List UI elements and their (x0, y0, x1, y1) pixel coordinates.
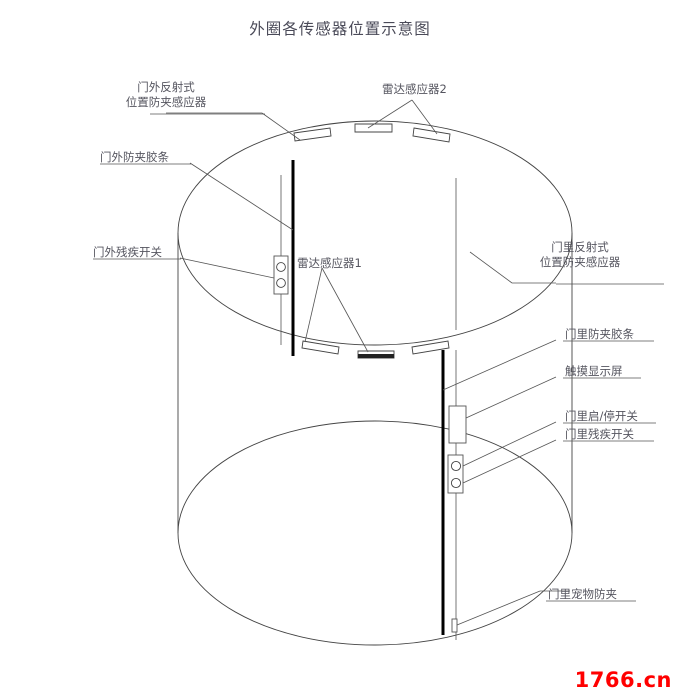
label-touch-display: 触摸显示屏 (565, 364, 623, 378)
radar-plate-bottom-right (411, 340, 450, 355)
site-watermark: 1766.cn (574, 668, 672, 692)
label-inner-reflect-sensor-line2: 位置防夹感应器 (539, 255, 621, 269)
label-underlines (93, 113, 664, 602)
cylinder-outline (177, 120, 573, 646)
radar-plate-bottom-left (301, 340, 340, 355)
label-outer-reflect-sensor-line2: 位置防夹感应器 (125, 95, 207, 109)
radar-plate-top-left (293, 127, 332, 142)
leader-inner-start-stop-switch (462, 421, 557, 467)
label-inner-disabled-switch: 门里残疾开关 (565, 427, 634, 441)
page-title: 外圈各传感器位置示意图 (249, 20, 431, 38)
label-outer-reflect-sensor: 门外反射式 位置防夹感应器 (126, 80, 207, 110)
radar-sensor-plates-top (293, 123, 451, 143)
top-ellipse-rim (177, 120, 573, 346)
label-outer-seal-strip: 门外防夹胶条 (100, 150, 169, 164)
leader-inner-disabled-switch (462, 439, 557, 484)
label-radar-sensor-1: 雷达感应器1 (297, 256, 362, 270)
leader-radar-2-a (367, 99, 413, 129)
inner-disabled-switch-icon[interactable] (450, 477, 462, 489)
inner-pet-sensor-block (451, 618, 458, 633)
leader-outer-disabled-switch (179, 257, 275, 279)
switch-button-lower-icon[interactable] (276, 278, 286, 288)
leader-radar-2-b (411, 99, 438, 135)
label-inner-reflect-sensor-line1: 门里反射式 (551, 240, 609, 254)
bottom-ellipse-rim (177, 420, 573, 646)
inner-touch-display-panel[interactable] (448, 405, 467, 444)
outer-disabled-switch-panel[interactable] (273, 255, 289, 295)
leader-inner-pet-sensor (456, 590, 541, 626)
label-inner-pet-sensor: 门里宠物防夹 (548, 587, 617, 601)
radar-plate-top-right (412, 127, 451, 143)
label-radar-sensor-2: 雷达感应器2 (382, 82, 447, 96)
label-inner-start-stop-switch: 门里启/停开关 (565, 409, 638, 423)
leader-lines (166, 99, 570, 626)
leader-touch-display (465, 376, 557, 419)
label-inner-reflect-sensor: 门里反射式 位置防夹感应器 (540, 240, 621, 270)
leader-outer-seal-strip (189, 162, 294, 231)
label-outer-disabled-switch: 门外残疾开关 (93, 245, 162, 259)
switch-button-upper-icon[interactable] (276, 262, 286, 272)
label-inner-seal-strip: 门里防夹胶条 (565, 327, 634, 341)
leader-outer-reflect-sensor (261, 112, 301, 141)
label-outer-reflect-sensor-line1: 门外反射式 (137, 80, 195, 94)
inner-start-stop-switch-icon[interactable] (450, 460, 462, 472)
leader-inner-seal-strip (442, 339, 557, 391)
leader-radar-1-a (304, 267, 323, 343)
radar-plate-top-center (354, 123, 393, 133)
radar-plate-bottom-center-face (358, 354, 394, 358)
leader-radar-1-b (321, 267, 369, 353)
inner-switch-panel[interactable] (447, 454, 464, 494)
